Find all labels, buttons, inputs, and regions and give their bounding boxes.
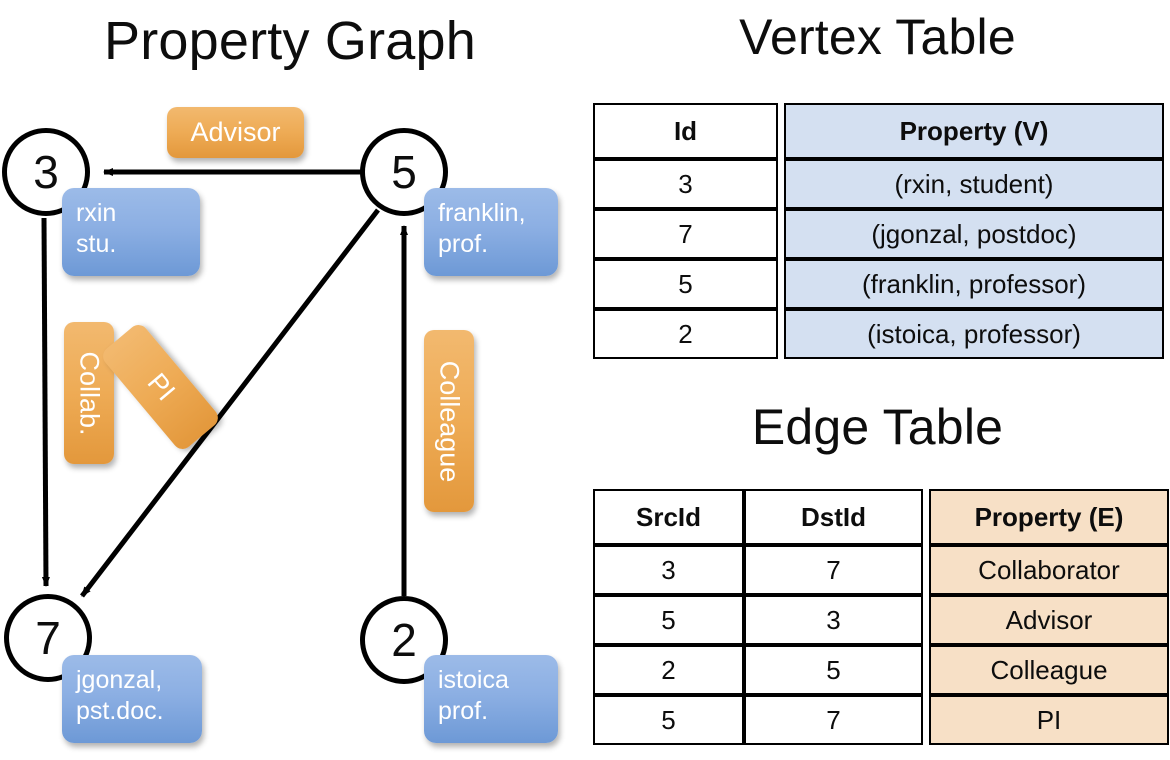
edge-label-text: PI bbox=[141, 367, 181, 407]
node-property-line-1: istoica bbox=[438, 666, 509, 694]
cell-property: Colleague bbox=[929, 645, 1169, 695]
table-row: 2 5 Colleague bbox=[593, 645, 1169, 695]
node-property-box-jgonzal: jgonzal, pst.doc. bbox=[62, 655, 202, 743]
cell-id: 2 bbox=[593, 309, 778, 359]
cell-srcid: 3 bbox=[593, 545, 744, 595]
node-property-line-1: franklin, bbox=[438, 199, 526, 227]
page-title-property-graph: Property Graph bbox=[104, 11, 476, 71]
graph-node-2[interactable]: 2 bbox=[360, 596, 448, 684]
table-row: 2 (istoica, professor) bbox=[593, 309, 1164, 359]
table-row: 5 7 PI bbox=[593, 695, 1169, 745]
edge-label-advisor: Advisor bbox=[167, 107, 304, 158]
table-row: 5 (franklin, professor) bbox=[593, 259, 1164, 309]
cell-srcid: 2 bbox=[593, 645, 744, 695]
edge-3-to-7 bbox=[41, 217, 50, 587]
cell-property: (franklin, professor) bbox=[784, 259, 1164, 309]
edge-5-to-7 bbox=[80, 208, 380, 598]
node-property-line-1: rxin bbox=[76, 199, 117, 227]
table-header-row: Id Property (V) bbox=[593, 103, 1164, 159]
edge-label-text: Collab. bbox=[74, 350, 105, 436]
cell-property: (istoica, professor) bbox=[784, 309, 1164, 359]
cell-srcid: 5 bbox=[593, 595, 744, 645]
table-row: 7 (jgonzal, postdoc) bbox=[593, 209, 1164, 259]
node-property-box-istoica: istoica prof. bbox=[424, 655, 558, 743]
table-header-row: SrcId DstId Property (E) bbox=[593, 489, 1169, 545]
cell-dstid: 7 bbox=[744, 695, 923, 745]
cell-property: (rxin, student) bbox=[784, 159, 1164, 209]
edge-label-collab: Collab. bbox=[64, 322, 114, 464]
edge-label-text: Advisor bbox=[190, 117, 281, 147]
node-property-line-2: prof. bbox=[438, 230, 489, 259]
graph-node-5[interactable]: 5 bbox=[360, 128, 448, 216]
cell-dstid: 7 bbox=[744, 545, 923, 595]
column-header-srcid: SrcId bbox=[593, 489, 744, 545]
edge-label-text: Colleague bbox=[434, 360, 465, 482]
column-header-dstid: DstId bbox=[744, 489, 923, 545]
property-graph-diagram: 3 5 7 2 rxin stu. franklin, prof. jgonza… bbox=[0, 0, 580, 760]
node-property-line-2: pst.doc. bbox=[76, 697, 164, 726]
column-header-property-v: Property (V) bbox=[784, 103, 1164, 159]
vertex-table: Id Property (V) 3 (rxin, student) 7 (jgo… bbox=[593, 103, 1164, 359]
cell-property: Collaborator bbox=[929, 545, 1169, 595]
column-header-property-e: Property (E) bbox=[929, 489, 1169, 545]
table-row: 5 3 Advisor bbox=[593, 595, 1169, 645]
table-row: 3 (rxin, student) bbox=[593, 159, 1164, 209]
page-title-vertex-table: Vertex Table bbox=[739, 9, 1016, 65]
cell-id: 3 bbox=[593, 159, 778, 209]
node-property-box-franklin: franklin, prof. bbox=[424, 188, 558, 276]
cell-property: PI bbox=[929, 695, 1169, 745]
cell-id: 7 bbox=[593, 209, 778, 259]
cell-dstid: 5 bbox=[744, 645, 923, 695]
node-property-line-1: jgonzal, bbox=[76, 666, 163, 694]
node-property-box-rxin: rxin stu. bbox=[62, 188, 200, 276]
cell-srcid: 5 bbox=[593, 695, 744, 745]
edge-label-colleague: Colleague bbox=[424, 330, 474, 512]
cell-id: 5 bbox=[593, 259, 778, 309]
column-header-id: Id bbox=[593, 103, 778, 159]
edge-table: SrcId DstId Property (E) 3 7 Collaborato… bbox=[593, 489, 1169, 745]
cell-property: (jgonzal, postdoc) bbox=[784, 209, 1164, 259]
page-title-edge-table: Edge Table bbox=[751, 399, 1004, 455]
cell-property: Advisor bbox=[929, 595, 1169, 645]
node-property-line-2: stu. bbox=[76, 230, 117, 259]
cell-dstid: 3 bbox=[744, 595, 923, 645]
node-property-line-2: prof. bbox=[438, 697, 489, 726]
graph-edges-layer bbox=[41, 168, 408, 598]
table-row: 3 7 Collaborator bbox=[593, 545, 1169, 595]
